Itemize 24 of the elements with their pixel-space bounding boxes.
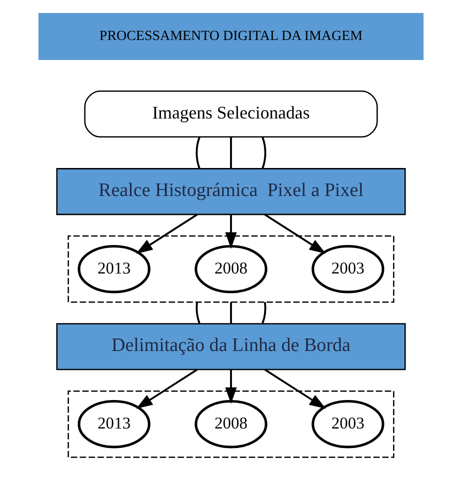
node-ellipse: 2008 (194, 244, 267, 294)
arrow (264, 368, 326, 409)
arrow (136, 214, 198, 254)
node-box: PROCESSAMENTO DIGITAL DA IMAGEM (38, 13, 424, 60)
node-ellipse: 2003 (311, 400, 384, 448)
connector (230, 137, 232, 168)
node-box: Imagens Selecionadas (84, 90, 378, 138)
arrow (224, 370, 236, 404)
cluster (67, 390, 394, 458)
node-ellipse: 2008 (194, 400, 267, 448)
node-box: Delimitação da Linha de Borda (56, 323, 406, 370)
arrow (136, 368, 198, 409)
connector (230, 302, 232, 324)
cluster (67, 235, 394, 303)
connector (195, 136, 200, 169)
connector (261, 302, 266, 324)
connector (195, 302, 200, 324)
arrow (224, 214, 236, 249)
node-ellipse: 2003 (311, 244, 384, 294)
node-box: Realce Histográmica Pixel a Pixel (56, 168, 406, 216)
arrow (264, 214, 326, 254)
node-ellipse: 2013 (77, 244, 150, 294)
node-ellipse: 2013 (77, 400, 150, 448)
connector (261, 136, 266, 169)
